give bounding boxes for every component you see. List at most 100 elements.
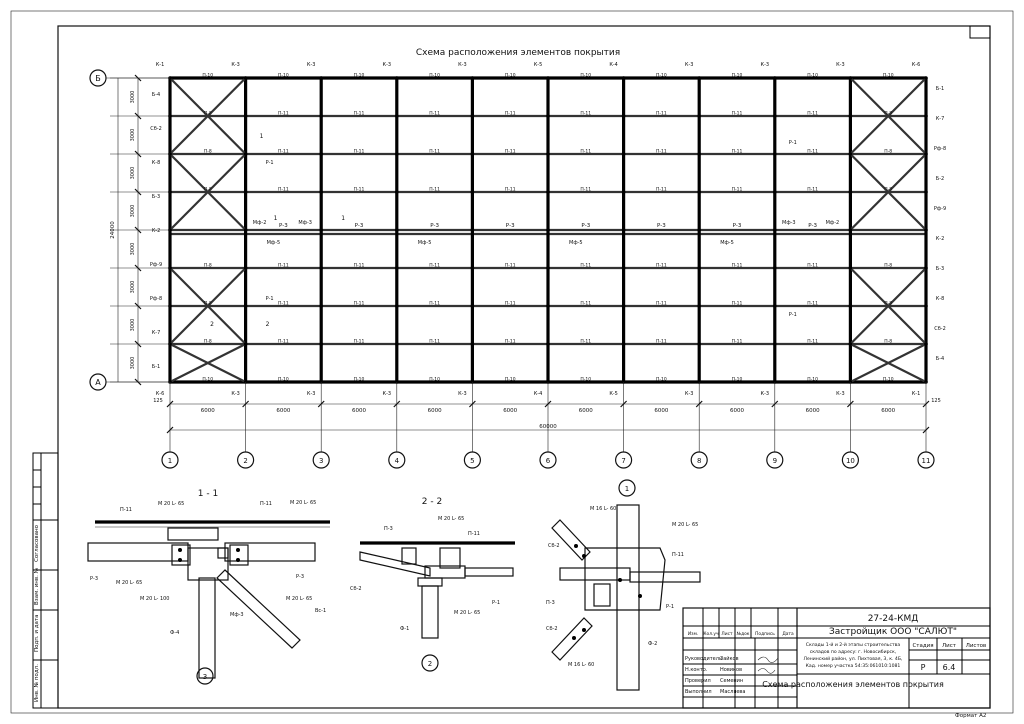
- sec1-node: [187, 547, 229, 581]
- section-mark-1: 1: [341, 215, 345, 222]
- node1-beam-r: [629, 571, 701, 583]
- axis-bubble-col: [917, 451, 935, 469]
- dim-bottom: 6000: [276, 408, 290, 414]
- beam-label: П-11: [429, 301, 440, 307]
- node-dot: [546, 304, 550, 308]
- tb-col-sign: Подпись: [755, 631, 775, 637]
- dim-tick: [166, 400, 174, 408]
- ridge-strut-label: Мф-5: [267, 240, 281, 246]
- tb-code: 27-24-КМД: [868, 614, 919, 624]
- beam-label: П-8: [204, 301, 212, 307]
- node-dot: [697, 152, 701, 156]
- roof-plan: П-10П-10П-10П-10П-11П-11П-11П-11П-11П-11…: [89, 62, 946, 469]
- node-dot: [319, 228, 324, 232]
- ridge-label: Р-3: [430, 223, 439, 229]
- column-label-top: К-3: [836, 62, 845, 68]
- node-dot: [848, 304, 853, 308]
- sheet-format: Формат А2: [955, 713, 986, 719]
- section-1-title: 1 - 1: [198, 489, 218, 499]
- axis-bubble-col: [388, 451, 406, 469]
- beam-label: П-11: [807, 187, 818, 193]
- side-label-left: К-2: [152, 228, 161, 234]
- signature-1: [757, 656, 779, 663]
- node-dot: [848, 152, 853, 156]
- node-dot: [395, 342, 399, 346]
- axis-label-col: 9: [773, 457, 777, 465]
- sec1-bolt-b: [178, 558, 182, 562]
- ridge-end-label: Мф-3: [782, 220, 796, 226]
- node-dot: [924, 342, 928, 346]
- beam-label: П-11: [732, 263, 743, 269]
- axis-bubble-col: [161, 451, 179, 469]
- node-dot: [319, 76, 324, 80]
- sec1-rafter-left: [87, 542, 189, 562]
- dim-tick: [695, 400, 703, 408]
- node1-label: П-3: [546, 600, 555, 606]
- beam-label: П-11: [278, 339, 289, 345]
- node-marker-2-label: 2: [428, 660, 432, 668]
- axis-label-col: 1: [168, 457, 172, 465]
- node-dot: [697, 266, 701, 270]
- node-dot: [924, 190, 928, 194]
- node-dot: [546, 228, 550, 232]
- node1-label: М 16 L- 60: [568, 662, 594, 668]
- sec2-label: П-11: [468, 531, 480, 537]
- node-dot: [924, 152, 928, 156]
- sec1-label: М 20 L- 65: [116, 580, 142, 586]
- column-label-bottom: К-3: [836, 391, 845, 397]
- node-dot: [621, 190, 626, 194]
- beam-label: П-8: [204, 111, 212, 117]
- beam-label: П-11: [580, 339, 591, 345]
- node-dot: [848, 266, 853, 270]
- sec1-plate-r: [229, 544, 249, 566]
- beam-label: П-11: [807, 339, 818, 345]
- node-dot: [546, 342, 550, 346]
- dim-left: 3000: [130, 281, 136, 294]
- sec1-rafter-right: [224, 542, 316, 562]
- offset-label: 125: [931, 398, 941, 404]
- node-dot: [319, 190, 324, 194]
- node-dot: [697, 228, 701, 232]
- column-label-bottom: К-3: [231, 391, 240, 397]
- dim-tick: [620, 400, 628, 408]
- tb-col-izm: Изм.: [688, 631, 698, 637]
- beam-label: П-11: [505, 149, 516, 155]
- beam-label: П-8: [884, 263, 892, 269]
- node-dot: [773, 76, 777, 80]
- tb-name-3: Семенин: [720, 678, 743, 684]
- sec2-label: Ф-1: [400, 626, 409, 632]
- dim-tick: [317, 400, 325, 408]
- section-mark-2: 2: [210, 321, 214, 328]
- beam-label: П-8: [884, 187, 892, 193]
- node-dot: [621, 304, 626, 308]
- offset-label: 125: [153, 398, 163, 404]
- node-1-marker: [618, 479, 636, 497]
- beam-label: П-10: [278, 73, 289, 79]
- dim-tick: [166, 426, 174, 434]
- tb-role-2: Н.контр.: [685, 667, 708, 673]
- stamp-inv: Инв. № подл.: [34, 664, 40, 702]
- axis-bubble-col: [312, 451, 330, 469]
- node-dot: [546, 114, 550, 118]
- node1-column: [616, 504, 640, 691]
- axis-bubble-col: [237, 451, 255, 469]
- sec1-column: [198, 577, 216, 679]
- sec1-label: Р-3: [296, 574, 304, 580]
- node-dot: [319, 114, 324, 118]
- dim-tick: [922, 400, 930, 408]
- dim-left: 3000: [130, 91, 136, 104]
- side-label-right: Б-1: [936, 86, 944, 92]
- node-dot: [697, 342, 701, 346]
- axis-bubble-col: [841, 451, 860, 469]
- axis-label-col: 7: [621, 457, 625, 465]
- node-dot: [319, 342, 324, 346]
- node-dot: [470, 266, 475, 270]
- beam-label: П-11: [732, 301, 743, 307]
- dim-tick: [544, 400, 552, 408]
- column-label-top: К-1: [156, 62, 165, 68]
- section-mark-1: 1: [274, 215, 278, 222]
- beam-label: П-11: [278, 111, 289, 117]
- beam-label: П-10: [883, 377, 894, 383]
- sec2-plate: [439, 547, 461, 569]
